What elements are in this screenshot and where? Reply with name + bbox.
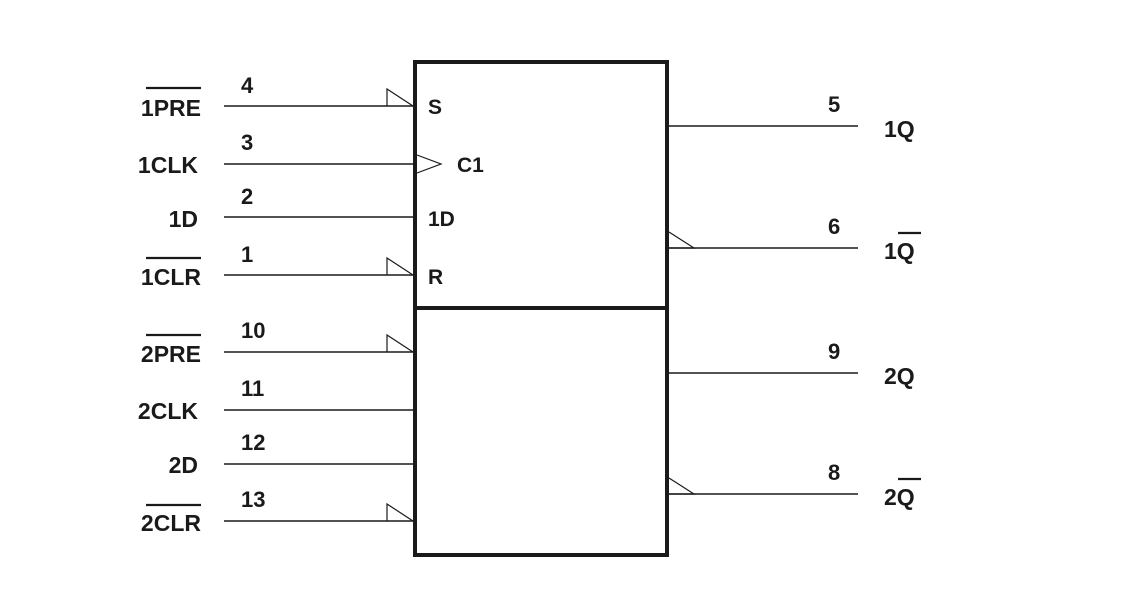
input-label-2pre: 2PRE (141, 341, 201, 367)
input-label-1d: 1D (169, 206, 198, 232)
pin-number: 5 (828, 92, 840, 117)
pin-number: 8 (828, 460, 840, 485)
output-label-1q: 1Q (884, 116, 915, 142)
flip-flop-2-box (413, 306, 669, 557)
pin-number: 1 (241, 242, 253, 267)
pin-number: 12 (241, 430, 265, 455)
active-low-indicator-1q-bar (668, 231, 697, 249)
pin-number: 11 (241, 376, 264, 401)
output-label-2q-bar: 2Q (884, 484, 915, 510)
clock-input-label: C1 (457, 154, 484, 177)
flip-flop-1-box (413, 60, 669, 310)
input-label-2d: 2D (169, 452, 198, 478)
pin-number: 10 (241, 318, 265, 343)
active-low-indicator-2clr (386, 502, 414, 522)
output-label-1q-bar: 1Q (884, 238, 915, 264)
set-input-label: S (428, 96, 442, 119)
active-low-indicator-2q-bar (668, 477, 697, 495)
active-low-indicator-1pre (386, 87, 414, 107)
input-label-2clk: 2CLK (138, 398, 198, 424)
active-low-indicator-1clr (386, 256, 414, 276)
pin-number: 3 (241, 130, 253, 155)
input-label-2clr: 2CLR (141, 510, 201, 536)
data-input-label: 1D (428, 208, 455, 231)
reset-input-label: R (428, 266, 443, 289)
pin-number: 2 (241, 184, 253, 209)
pin-number: 9 (828, 339, 840, 364)
pin-number: 4 (241, 73, 254, 98)
clock-dynamic-indicator (416, 154, 443, 174)
input-label-1clk: 1CLK (138, 152, 198, 178)
input-label-1clr: 1CLR (141, 264, 201, 290)
input-label-1pre: 1PRE (141, 95, 201, 121)
active-low-indicator-2pre (386, 333, 414, 353)
output-label-2q: 2Q (884, 363, 915, 389)
pin-number: 6 (828, 214, 840, 239)
pin-number: 13 (241, 487, 265, 512)
